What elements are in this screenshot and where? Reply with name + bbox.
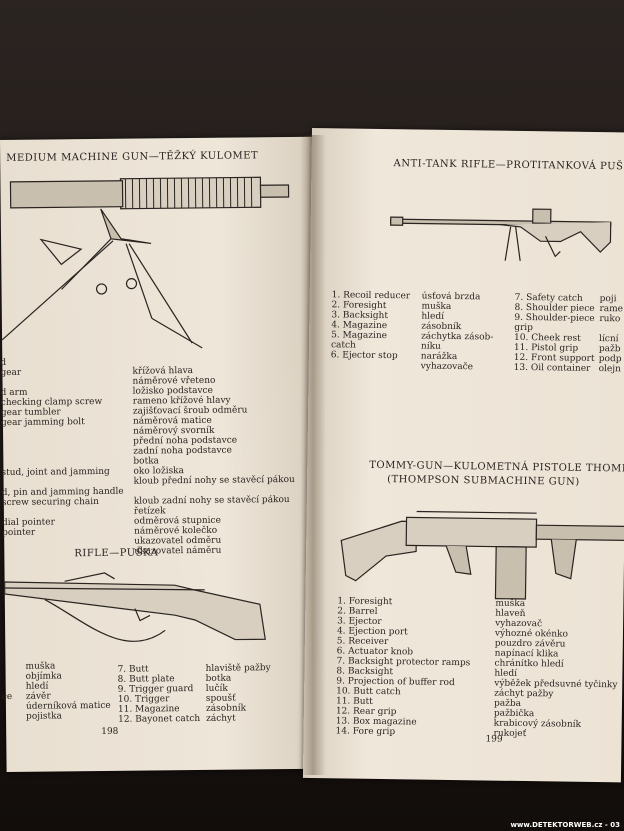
rifle-en-fragment-list: ce (1, 662, 12, 722)
machine-gun-illustration (1, 176, 290, 349)
watermark: www.DETEKTORWEB.cz - 03 (510, 821, 620, 829)
machine-gun-title: MEDIUM MACHINE GUN—TĚŽKÝ KULOMET (6, 150, 259, 164)
atr-english-list-2: 7. Safety catch 8. Shoulder piece 9. Sho… (514, 293, 596, 374)
atr-cz2-item (599, 324, 623, 334)
rifle-title: RIFLE—PUŠKA (74, 547, 159, 560)
left-page: MEDIUM MACHINE GUN—TĚŽKÝ KULOMET (0, 136, 319, 772)
rifle-en2-item: 12. Bayonet catch (118, 713, 201, 725)
anti-tank-rifle-title: ANTI-TANK RIFLE—PROTITANKOVÁ PUŠKA (393, 158, 624, 173)
atr-cz2-item: ruko (599, 314, 621, 325)
mg-cz-item: kloub přední nohy se stavěcí pákou (133, 474, 295, 487)
rifle-cz2-item: lučík (205, 683, 228, 694)
rifle-en-list-2: 7. Butt 8. Butt plate 9. Trigger guard 1… (117, 664, 201, 725)
tommy-cz-item: rukojeť (493, 728, 527, 740)
rifle-en1-item (2, 682, 12, 692)
tommy-english-list: 1. Foresight 2. Barrel 3. Ejector 4. Eje… (336, 596, 472, 738)
right-page: ANTI-TANK RIFLE—PROTITANKOVÁ PUŠKA 1. Re… (302, 128, 624, 783)
atr-cz2-item: podp (598, 354, 622, 365)
rifle-cz2-item: zásobník (205, 703, 247, 714)
rifle-en1-item: ce (1, 691, 13, 703)
tommy-gun-illustration (340, 510, 624, 600)
atr-en2-item: 13. Oil container (513, 362, 591, 374)
atr-czech-list-2: poji rame ruko lícní pažb podp olejn (599, 294, 624, 374)
rifle-cz2-item: záchyt (206, 713, 236, 724)
rifle-cz1-item: úderníková matice (25, 700, 111, 712)
atr-czech-list: úsťová brzda muška hledí zásobník záchyt… (421, 292, 494, 373)
tommy-gun-title: TOMMY-GUN—KULOMETNÁ PISTOLE THOMPSON (369, 459, 624, 475)
rifle-en1-item (2, 702, 12, 712)
anti-tank-rifle-illustration (390, 208, 612, 261)
tommy-czech-list: muška hlaveň vyhazovač výhozné okénko po… (493, 599, 618, 741)
atr-cz2-item: pažb (598, 344, 621, 355)
atr-cz2-item: poji (599, 294, 617, 305)
page-number-right: 199 (485, 734, 503, 745)
atr-cz2-item: lícní (599, 334, 619, 345)
book-gutter (300, 135, 326, 775)
rifle-en1-item (2, 712, 12, 722)
rifle-cz2-item: spoušť (205, 693, 236, 704)
rifle-en2-item: 9. Trigger guard (117, 684, 194, 695)
atr-cz2-item: olejn (598, 364, 621, 375)
rifle-cz-list-1: muška objímka hledí závěr úderníková mat… (25, 661, 111, 722)
rifle-en1-item (2, 672, 12, 682)
rifle-illustration (4, 572, 266, 642)
atr-english-list: 1. Recoil reducer 2. Foresight 3. Backsi… (331, 290, 410, 361)
mg-cz-item: kloub zadní nohy se stavěcí pákou (133, 494, 290, 507)
rifle-cz1-item: pojistka (25, 711, 62, 722)
mg-en-item: pointer (2, 527, 36, 538)
atr-cz-item: vyhazovače (420, 361, 474, 373)
rifle-cz2-item: hlaviště pažby (205, 663, 271, 674)
mg-en-item: d, pin and jamming handle (1, 486, 124, 499)
mg-en-item: stud, joint and jamming (1, 466, 110, 479)
page-number-left: 198 (101, 726, 119, 737)
tommy-en-item: 14. Fore grip (335, 726, 396, 738)
atr-cz2-item: rame (599, 304, 624, 315)
tommy-gun-subtitle: (THOMPSON SUBMACHINE GUN) (387, 474, 580, 488)
atr-en-item: 6. Ejector stop (330, 350, 398, 362)
mg-cz-item: ukazovatel náměru (134, 545, 222, 557)
rifle-cz-list-2: hlaviště pažby botka lučík spoušť zásobn… (205, 663, 271, 724)
rifle-cz2-item: botka (205, 673, 232, 684)
mg-english-list: d gear d arm checking clamp screw gear t… (0, 357, 124, 538)
mg-czech-list: křížová hlava náměrové vřeteno ložisko p… (132, 365, 295, 557)
rifle-en1-item (1, 662, 11, 672)
